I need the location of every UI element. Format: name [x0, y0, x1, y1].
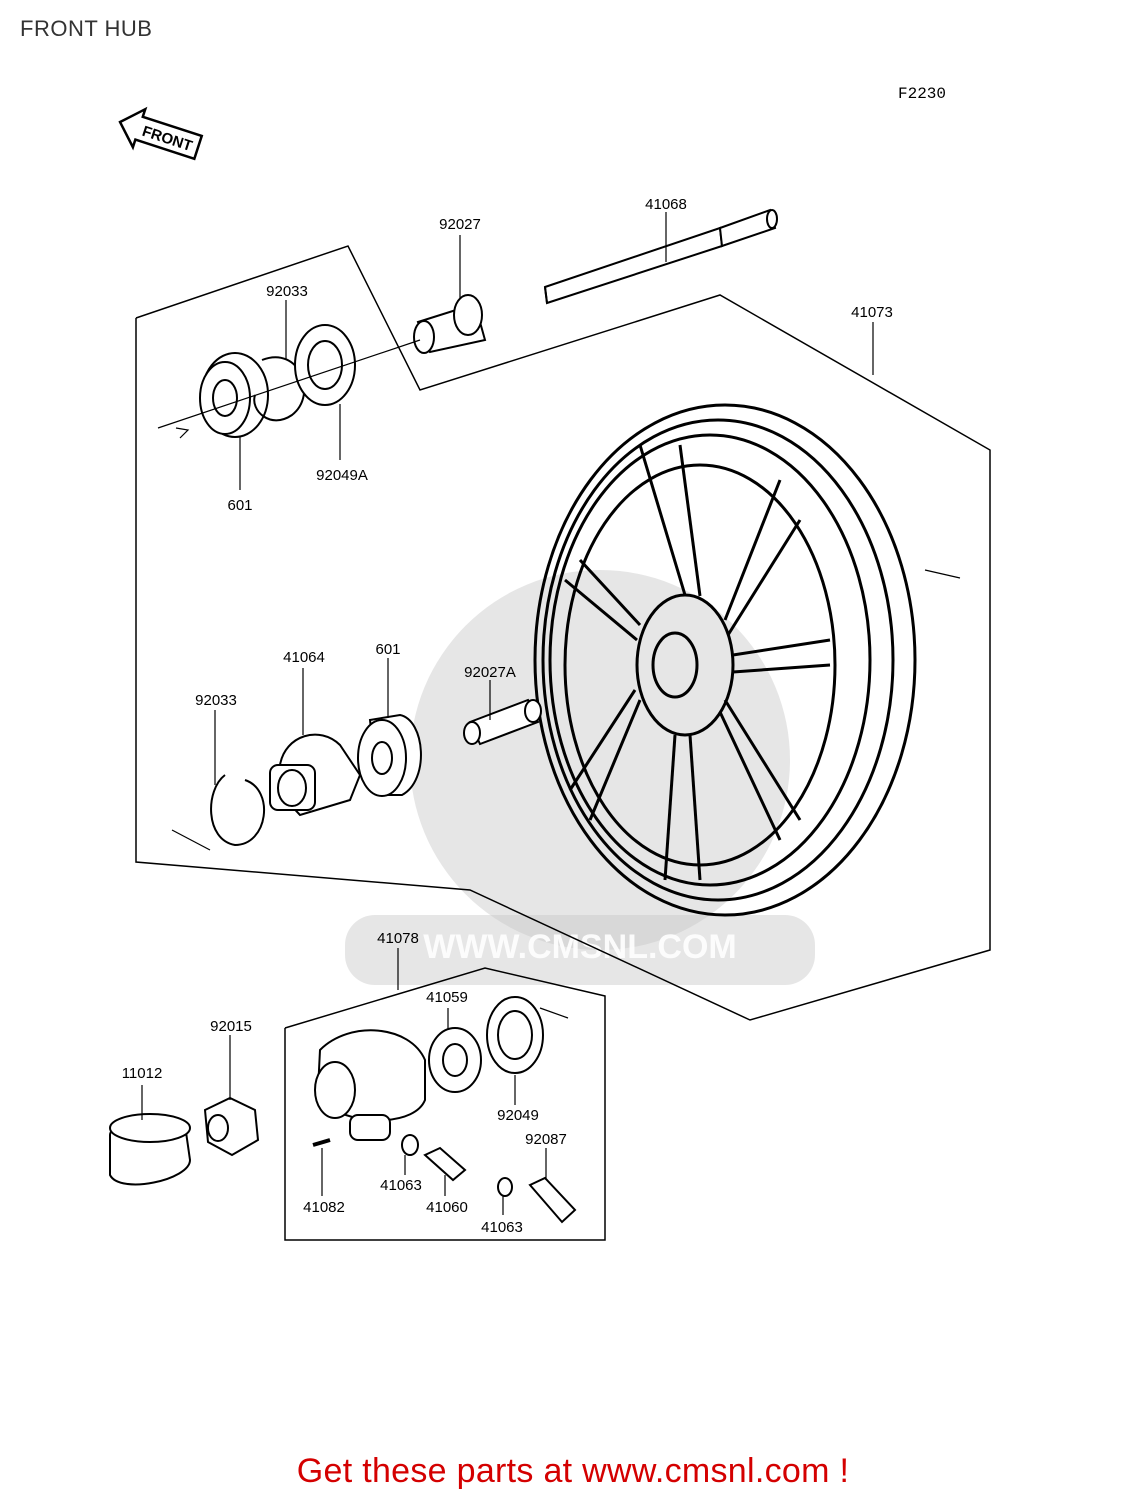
axle-41068-icon: [543, 208, 778, 305]
label-41068: 41068: [645, 196, 687, 213]
wheel-41073-icon: [533, 403, 917, 917]
label-41064: 41064: [283, 649, 325, 666]
label-41073: 41073: [851, 304, 893, 321]
watermark: WWW.CMSNL.COM: [345, 570, 815, 985]
label-92087: 92087: [525, 1131, 567, 1148]
label-92033-top: 92033: [266, 283, 308, 300]
bushing-92087-icon: [528, 1176, 577, 1224]
part-labels: 92027 41068 92033 41073 92049A 601 41064…: [122, 196, 893, 1236]
label-92027A: 92027A: [464, 664, 516, 681]
label-41059: 41059: [426, 989, 468, 1006]
label-92027: 92027: [439, 216, 481, 233]
front-arrow-icon: FRONT: [118, 106, 204, 161]
circlip-92033-top-icon: [253, 356, 306, 422]
label-41060: 41060: [426, 1199, 468, 1216]
nut-92015-icon: [203, 1096, 260, 1157]
label-601-top: 601: [227, 497, 252, 514]
label-41082: 41082: [303, 1199, 345, 1216]
bearing-601-top-icon: [199, 352, 269, 438]
page-title: FRONT HUB: [20, 16, 153, 41]
leader-lines: [141, 212, 961, 1215]
label-92049: 92049: [497, 1107, 539, 1124]
seal-92049A-icon: [294, 324, 356, 406]
figure-code: F2230: [898, 85, 946, 103]
label-41063-a: 41063: [380, 1177, 422, 1194]
washer-41063-b-icon: [497, 1177, 513, 1197]
cap-11012-icon: [109, 1113, 192, 1186]
gear-41059-icon: [428, 1027, 482, 1093]
label-41063-b: 41063: [481, 1219, 523, 1236]
shaft-41060-icon: [423, 1146, 467, 1182]
label-41078: 41078: [377, 930, 419, 947]
watermark-text: WWW.CMSNL.COM: [423, 928, 737, 966]
collar-92027A-icon: [463, 698, 542, 746]
bearing-601-mid-icon: [357, 713, 422, 797]
footer-promo-link[interactable]: Get these parts at www.cmsnl.com !: [296, 1452, 850, 1490]
label-601-mid: 601: [375, 641, 400, 658]
collar-92027-icon: [413, 294, 487, 354]
label-92049A: 92049A: [316, 467, 368, 484]
washer-41063-a-icon: [401, 1134, 419, 1156]
circlip-92033-mid-icon: [210, 774, 266, 847]
seal-92049-icon: [486, 996, 544, 1074]
gear-box-41064-icon: [269, 733, 362, 817]
label-92033-mid: 92033: [195, 692, 237, 709]
label-92015: 92015: [210, 1018, 252, 1035]
gear-housing-41078-icon: [314, 1029, 426, 1141]
label-11012: 11012: [122, 1065, 163, 1082]
pin-41082-icon: [312, 1138, 331, 1147]
assembly-brackets: [135, 245, 991, 1241]
